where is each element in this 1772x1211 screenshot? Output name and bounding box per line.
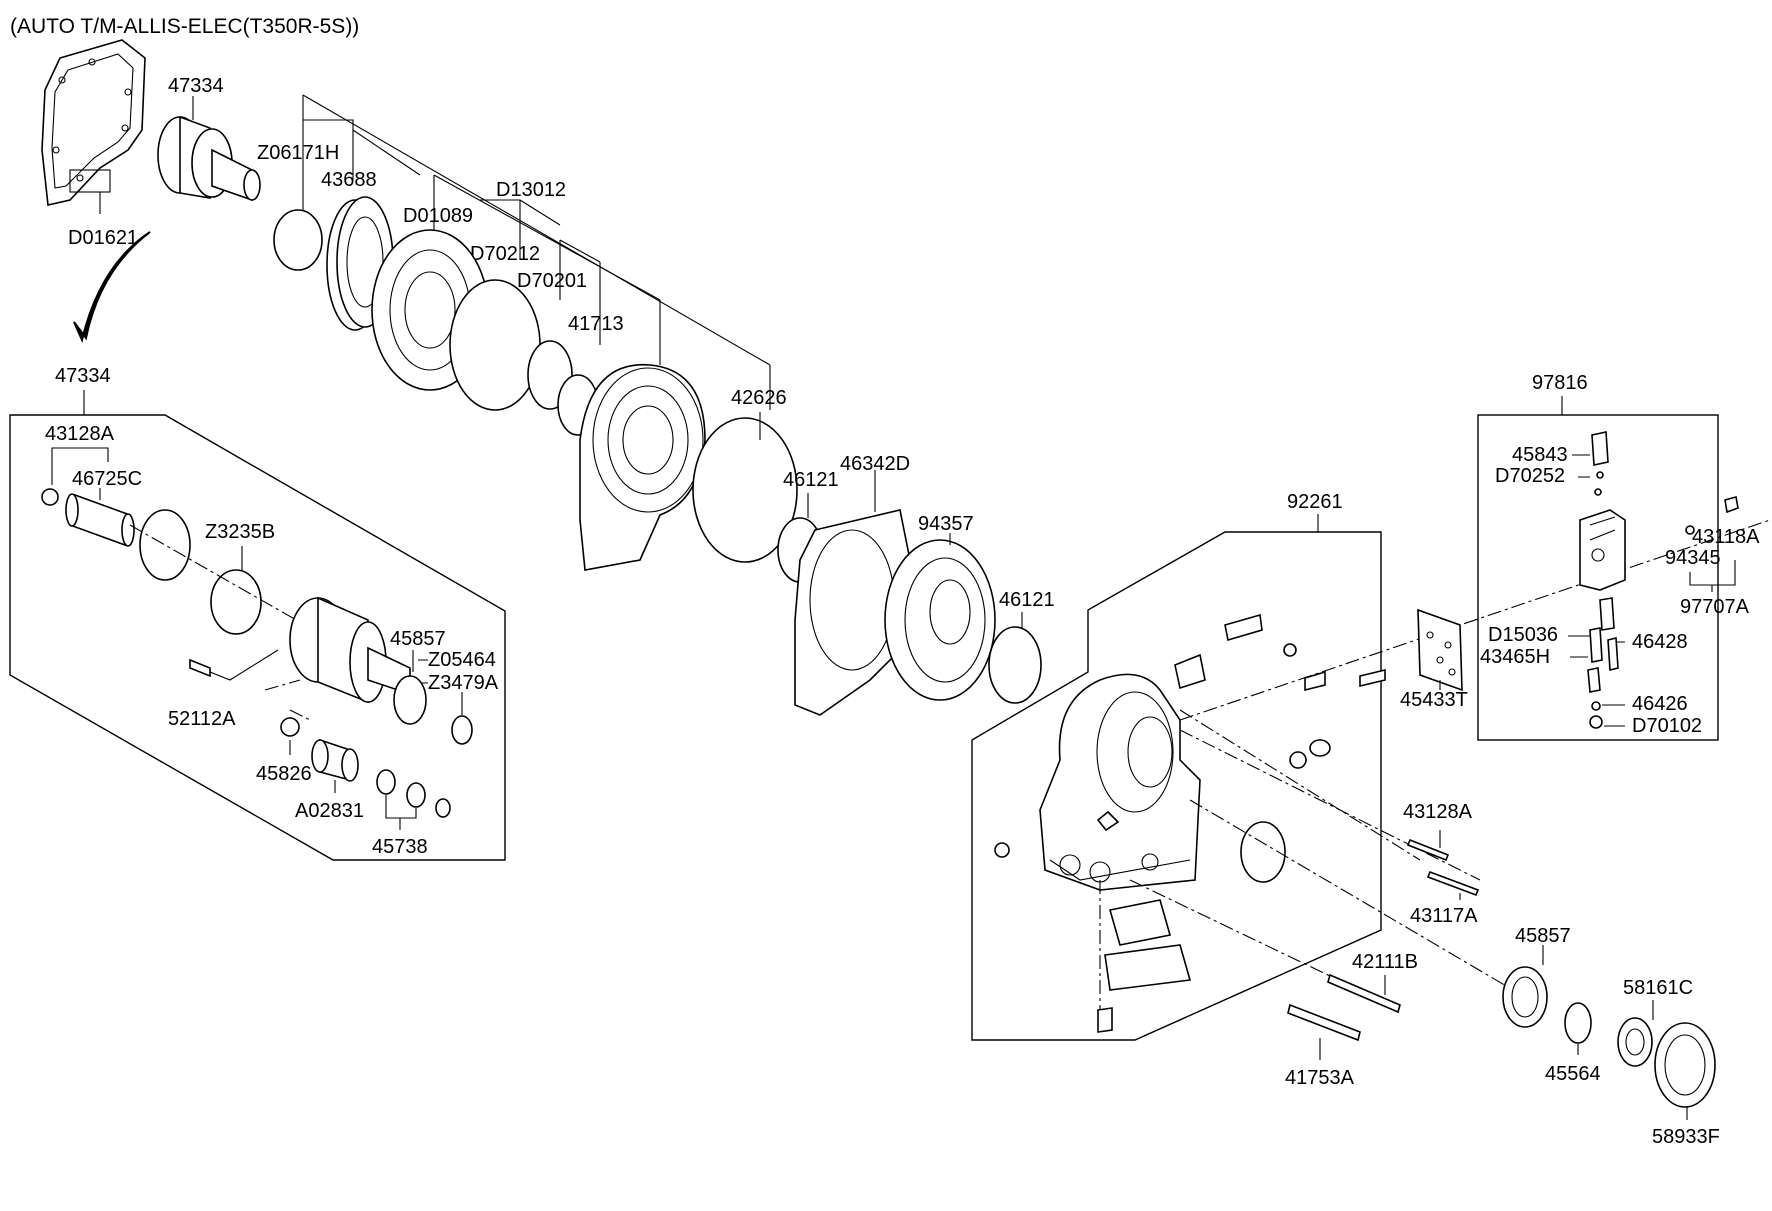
label-d01089[interactable]: D01089: [403, 205, 473, 227]
plug-43118a: [1724, 495, 1739, 514]
label-d70252[interactable]: D70252: [1495, 465, 1565, 487]
label-d70102[interactable]: D70102: [1632, 715, 1702, 737]
bearing-45857-right: [1502, 966, 1548, 1028]
label-d13012[interactable]: D13012: [496, 179, 566, 201]
label-d70212[interactable]: D70212: [470, 243, 540, 265]
bolt-42111b: [1327, 973, 1401, 1014]
seal-ring-center: [1240, 821, 1286, 883]
clutch-hub-47334: [157, 115, 261, 202]
label-45857-right[interactable]: 45857: [1515, 925, 1571, 947]
needle-bearings-45738: [376, 769, 451, 818]
curved-arrow-icon: [73, 231, 151, 344]
bolt-center: [1097, 1007, 1113, 1033]
snap-ring-z3479a: [451, 715, 473, 745]
label-43118a[interactable]: 43118A: [1692, 526, 1760, 548]
label-43465h[interactable]: 43465H: [1480, 646, 1550, 668]
label-d01621[interactable]: D01621: [68, 227, 138, 249]
seal-58933f: [1654, 1022, 1716, 1108]
label-42111b[interactable]: 42111B: [1352, 951, 1418, 973]
label-45564[interactable]: 45564: [1545, 1063, 1601, 1085]
label-46426[interactable]: 46426: [1632, 693, 1688, 715]
label-52112a[interactable]: 52112A: [168, 708, 236, 730]
label-97707a[interactable]: 97707A: [1680, 596, 1750, 618]
label-43128a-right[interactable]: 43128A: [1403, 801, 1473, 823]
label-41753a[interactable]: 41753A: [1285, 1067, 1355, 1089]
cover-plate: [1104, 899, 1192, 991]
label-a02831[interactable]: A02831: [295, 800, 364, 822]
label-41713[interactable]: 41713: [568, 313, 624, 335]
label-46342d[interactable]: 46342D: [840, 453, 910, 475]
valve-cap-45843: [1591, 431, 1609, 496]
bolt-41753a: [1287, 1003, 1361, 1042]
gear-94357: [884, 539, 996, 701]
label-43688[interactable]: 43688: [321, 169, 377, 191]
carrier-hub: [289, 596, 411, 704]
pump-housing-d13012: [579, 363, 706, 571]
label-z05464[interactable]: Z05464: [428, 649, 496, 671]
leader-bracket-top: [302, 94, 771, 410]
label-46428[interactable]: 46428: [1632, 631, 1688, 653]
label-z3235b[interactable]: Z3235B: [205, 521, 275, 543]
snap-ring-left: [139, 509, 191, 581]
seal-ring-d70212: [449, 279, 541, 411]
snap-ring-z06171h: [273, 209, 323, 271]
valve-body-92261: [1039, 673, 1201, 891]
subassembly-box-left: [9, 414, 506, 861]
label-46121-b[interactable]: 46121: [999, 589, 1055, 611]
label-43128a-box[interactable]: 43128A: [45, 423, 115, 445]
label-45433t[interactable]: 45433T: [1400, 689, 1468, 711]
ring-45564: [1564, 1002, 1592, 1044]
label-42626[interactable]: 42626: [731, 387, 787, 409]
filter-46725c: [65, 493, 135, 547]
bolt-43128a: [1406, 838, 1450, 862]
label-97816[interactable]: 97816: [1532, 372, 1588, 394]
label-46725c[interactable]: 46725C: [72, 468, 142, 490]
label-d70201[interactable]: D70201: [517, 270, 587, 292]
label-d15036[interactable]: D15036: [1488, 624, 1558, 646]
small-fittings: [994, 613, 1386, 858]
label-45738[interactable]: 45738: [372, 836, 428, 858]
spool-46428: [1599, 597, 1619, 672]
bolt-43117a: [1426, 870, 1480, 897]
valve-body-97707a: [1579, 509, 1626, 591]
ring-z3235b: [210, 569, 262, 635]
springs: [1587, 627, 1603, 729]
plug-43128a: [41, 488, 59, 506]
label-94345[interactable]: 94345: [1665, 547, 1721, 569]
o-ring-46121-b: [988, 626, 1042, 704]
separator-plate-45433t: [1417, 608, 1463, 692]
label-45843[interactable]: 45843: [1512, 444, 1568, 466]
label-45826[interactable]: 45826: [256, 763, 312, 785]
pin-52112a: [189, 658, 211, 678]
label-47334-top[interactable]: 47334: [168, 75, 224, 97]
washer-45826: [280, 717, 300, 737]
label-43117a[interactable]: 43117A: [1410, 905, 1478, 927]
label-92261[interactable]: 92261: [1287, 491, 1343, 513]
label-58933f[interactable]: 58933F: [1652, 1126, 1720, 1148]
label-z06171h[interactable]: Z06171H: [257, 142, 339, 164]
seal-ring-42626: [692, 417, 798, 563]
label-47334-box[interactable]: 47334: [55, 365, 111, 387]
label-z3479a[interactable]: Z3479A: [428, 672, 499, 694]
label-45857-box[interactable]: 45857: [390, 628, 446, 650]
bearing-a02831: [311, 738, 359, 782]
bearing-45857: [393, 675, 427, 725]
label-58161c[interactable]: 58161C: [1623, 977, 1693, 999]
nut-58161c: [1617, 1017, 1653, 1067]
label-46121-a[interactable]: 46121: [783, 469, 839, 491]
subassembly-box-92261: [971, 531, 1382, 1041]
subassembly-box-97816: [1477, 414, 1719, 741]
label-94357[interactable]: 94357: [918, 513, 974, 535]
diagram-title: (AUTO T/M-ALLIS-ELEC(T350R-5S)): [10, 15, 359, 38]
cover-gasket-d01621: [41, 39, 146, 206]
